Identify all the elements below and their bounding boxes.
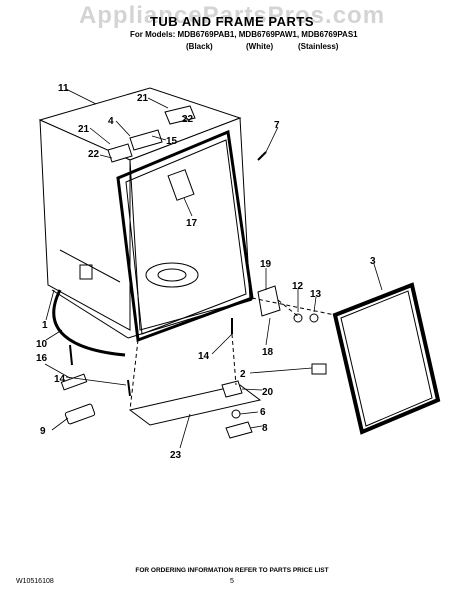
side-rail [59,249,121,283]
assembly-lines [129,297,336,411]
callout-9: 9 [40,426,46,437]
callout-21-left: 21 [78,124,90,135]
callout-17: 17 [186,218,198,229]
callout-18: 18 [262,347,274,358]
page-title: TUB AND FRAME PARTS [149,14,315,29]
variant-white: (White) [246,42,274,51]
callout-2: 2 [240,369,246,380]
tub-frame-drawing [38,87,441,439]
door-gasket [332,282,441,435]
callout-19: 19 [260,259,272,270]
callout-14-left: 14 [54,374,66,385]
screw-6 [231,409,241,419]
variant-black: (Black) [186,42,213,51]
vent-assembly [167,169,195,201]
clip-2 [311,363,327,375]
tub-drain [157,268,187,282]
callout-22-top: 22 [182,114,194,125]
callout-7: 7 [274,120,280,131]
callout-16: 16 [36,353,48,364]
callout-12: 12 [292,281,304,292]
variant-stainless: (Stainless) [298,42,339,51]
drain-hose [52,289,126,357]
callout-1: 1 [42,320,48,331]
leg-left [69,344,73,366]
callout-11: 11 [58,83,69,94]
callout-22-left: 22 [88,149,100,160]
watermark: AppliancePartsPros.com [78,2,386,29]
spring-16 [60,373,88,391]
callout-15: 15 [166,136,178,147]
tub-left-side [39,119,131,331]
screw-7 [257,151,267,161]
bracket-8 [225,421,253,439]
side-bracket [79,264,93,280]
callout-3: 3 [370,256,376,267]
callout-10: 10 [36,339,48,350]
callout-6: 6 [260,407,266,418]
hinge-bracket-top [164,105,196,125]
tub-sump [145,262,199,288]
callout-21-top: 21 [137,93,149,104]
callout-4: 4 [108,116,114,127]
callout-14-right: 14 [198,351,210,362]
callout-8: 8 [262,423,268,434]
bolt-13 [309,313,319,323]
base-rail-front [127,299,253,339]
models-line: For Models: MDB6769PAB1, MDB6769PAW1, MD… [130,30,358,39]
document-number: W10516108 [16,578,54,585]
leg-front [127,379,131,397]
ordering-note: FOR ORDERING INFORMATION REFER TO PARTS … [135,567,329,574]
base-rail-left [51,289,129,339]
nut-12 [293,313,303,323]
foot-9 [64,403,96,425]
tub-frame-inner [125,139,247,335]
callout-20: 20 [262,387,274,398]
callout-13: 13 [310,289,322,300]
pad-20 [221,380,243,398]
leader-lines [44,88,383,449]
door-gasket-inner [340,290,433,427]
page-number: 5 [230,578,234,585]
callout-23: 23 [170,450,182,461]
hinge-bracket-mid [129,129,163,151]
